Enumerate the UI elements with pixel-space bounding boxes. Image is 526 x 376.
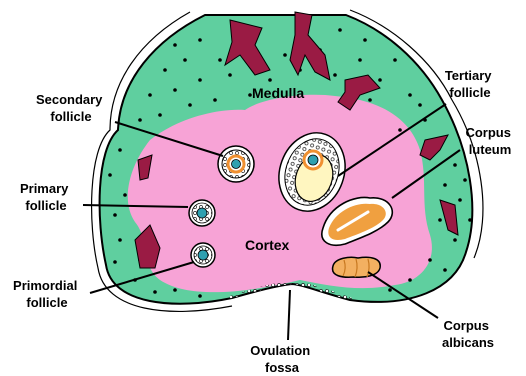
secondary-follicle	[218, 146, 254, 182]
tertiary-follicle-label: Tertiary follicle	[445, 68, 495, 100]
primary-follicle-label: Primary follicle	[20, 181, 72, 213]
primordial-follicle	[191, 243, 215, 267]
cortex-label: Cortex	[245, 237, 290, 253]
medulla-label: Medulla	[252, 85, 304, 101]
corpus-albicans-label: Corpus albicans	[442, 318, 494, 350]
secondary-follicle-label: Secondary follicle	[36, 92, 106, 124]
corpus-luteum-label: Corpus luteum	[465, 125, 514, 157]
primordial-follicle-label: Primordial follicle	[13, 278, 81, 310]
ovulation-fossa-label: Ovulation fossa	[250, 343, 314, 375]
primary-follicle	[189, 200, 215, 226]
